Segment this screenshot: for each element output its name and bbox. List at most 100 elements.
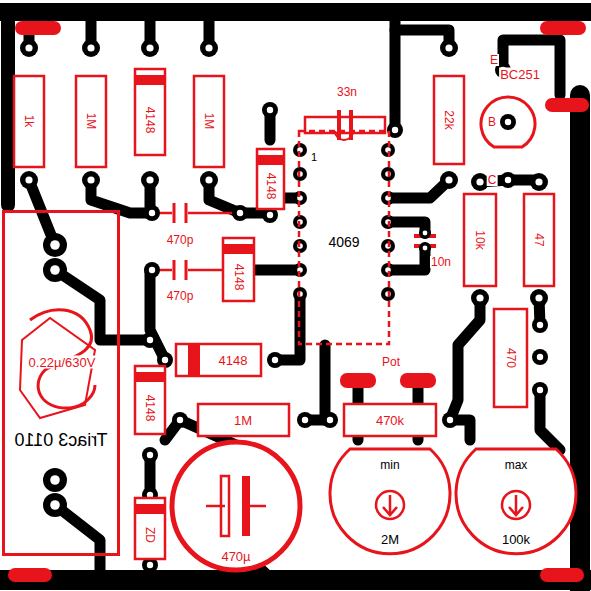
pad-ring [20, 39, 38, 57]
slot-pad [15, 21, 61, 35]
pad-ring [532, 382, 548, 398]
solder-pad [144, 205, 160, 221]
slot-pad [545, 98, 589, 112]
capacitor-lead [206, 505, 266, 508]
potentiometer-symbol: min2M [328, 435, 452, 559]
pad-ring [43, 258, 67, 282]
component-value: 22k [443, 109, 455, 130]
component-value: 100k [501, 533, 531, 546]
body-outline [135, 498, 165, 559]
pad-hole [505, 177, 511, 183]
silkscreen-label: B [487, 116, 497, 128]
pad-ring [172, 412, 188, 428]
pad-hole [267, 212, 273, 218]
solder-pad [144, 262, 160, 278]
solder-pad [43, 468, 67, 492]
pad-hole [476, 294, 483, 301]
pad-ring [262, 102, 278, 118]
diode-symbol: 4148 [175, 343, 262, 377]
silkscreen-label: 470p [166, 290, 195, 302]
pad-hole [177, 417, 183, 423]
pad-hole [25, 176, 32, 183]
component-value: 47 [533, 232, 545, 247]
copper-traces [0, 12, 591, 591]
pad-hole [237, 210, 243, 216]
potentiometer-symbol: max 100k [454, 435, 578, 559]
resistor-symbol: 22k [433, 75, 465, 165]
capacitor-symbol [174, 260, 186, 280]
pad-ring [267, 352, 283, 368]
component-value: 0.22µ/630V [28, 356, 97, 369]
body-outline [176, 344, 261, 376]
trace [450, 298, 480, 420]
pad-hole [505, 119, 511, 125]
solder-pad [442, 412, 458, 428]
pad-hole [25, 44, 32, 51]
solder-pad [500, 114, 516, 130]
cathode-band [223, 244, 254, 254]
pad-ring [500, 114, 516, 130]
trace [55, 505, 100, 580]
pad-hole [327, 417, 333, 423]
solder-pad [142, 447, 158, 463]
pad-ring [200, 171, 218, 189]
component-value: max [504, 459, 529, 471]
slot-pad [540, 21, 586, 35]
pad-hole [392, 127, 398, 133]
component-value: 10k [474, 229, 486, 250]
body-outline [198, 404, 289, 436]
pad-ring [471, 289, 489, 307]
component-value: 4148 [233, 263, 245, 292]
solder-pad [43, 493, 67, 517]
component-value: 470µ [220, 550, 251, 563]
cathode-band [188, 344, 200, 376]
pad-hole [535, 294, 542, 301]
body-outline [434, 76, 464, 164]
solder-pad [141, 39, 159, 57]
pad-hole [537, 322, 543, 328]
pad-hole [423, 231, 428, 236]
pad-hole [445, 176, 452, 183]
pad-hole [447, 417, 453, 423]
solder-pad [471, 289, 489, 307]
shaft-symbol [502, 491, 530, 519]
pad-ring [442, 412, 458, 428]
solder-pad [82, 39, 100, 57]
pad-hole [205, 176, 212, 183]
solder-pad [267, 352, 283, 368]
component-value: 2M [380, 533, 400, 546]
solder-pad [82, 171, 100, 189]
body-outline [172, 442, 300, 570]
mounting-pads [8, 21, 589, 582]
silkscreen-label: C [487, 174, 498, 186]
body-outline [494, 309, 527, 407]
pad-hole [302, 417, 308, 423]
cathode-band [135, 372, 165, 382]
pad-hole [146, 176, 153, 183]
pot-pad [400, 373, 436, 388]
body-outline [330, 449, 450, 554]
silkscreen-label: 33n [336, 86, 358, 98]
pad-ring [20, 171, 38, 189]
solder-pad [419, 227, 431, 239]
cathode-band [135, 504, 165, 514]
solder-pad [172, 412, 188, 428]
body-outline [76, 76, 106, 167]
pad-ring [141, 171, 159, 189]
solder-pad [142, 332, 158, 348]
pad-ring [532, 349, 548, 365]
pad-ring [43, 468, 67, 492]
pad-hole [272, 357, 278, 363]
solder-pad [43, 233, 67, 257]
slot-pad [540, 568, 584, 582]
component-value: 1M [233, 414, 253, 427]
solder-pad [532, 382, 548, 398]
pad-hole [537, 387, 543, 393]
body-outline [464, 194, 496, 286]
capacitor-lead [152, 212, 240, 215]
body-outline [14, 76, 44, 167]
pad-ring [530, 173, 548, 191]
component-value: 470k [375, 414, 405, 427]
solder-pad [20, 171, 38, 189]
